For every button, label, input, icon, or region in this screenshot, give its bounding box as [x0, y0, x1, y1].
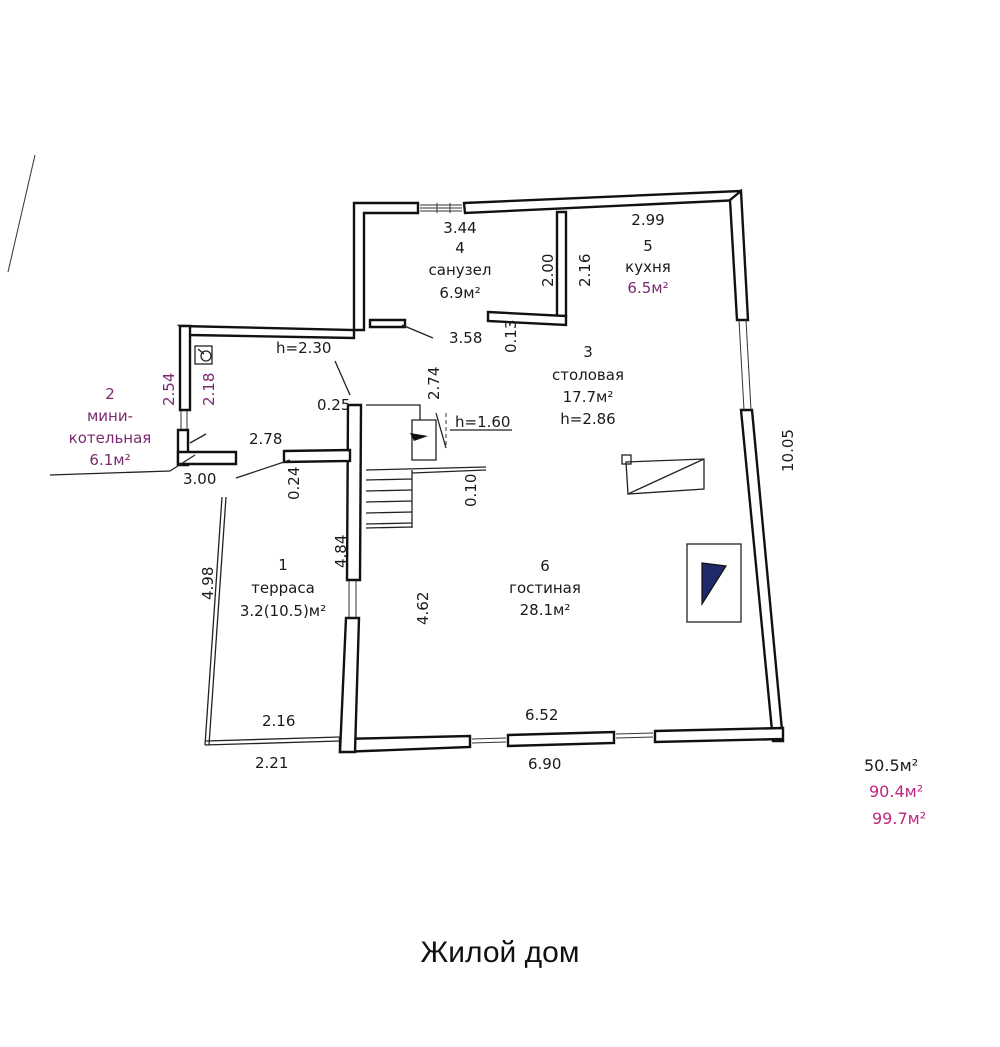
room-2-area: 6.1м²: [89, 451, 130, 469]
room-3-height: h=2.86: [560, 410, 615, 428]
dim-6-52: 6.52: [525, 706, 558, 724]
wall-boiler-bottom-right: [282, 448, 352, 464]
margin-line: [7, 154, 36, 273]
total-area-1: 50.5м²: [864, 756, 918, 775]
staircase: [365, 404, 512, 529]
height-1-60: h=1.60: [455, 413, 510, 431]
fireplace: [686, 543, 742, 623]
wall-living-left-lower: [338, 616, 361, 754]
total-area-2: 90.4м²: [869, 782, 923, 801]
dim-2-00: 2.00: [539, 254, 557, 287]
dim-4-62: 4.62: [414, 592, 432, 625]
room-4-number: 4: [455, 239, 465, 257]
room-2-number: 2: [105, 385, 115, 403]
dim-0-13: 0.13: [502, 320, 520, 353]
dim-3-00: 3.00: [183, 470, 216, 488]
leader-lines: [49, 324, 434, 479]
dim-0-24: 0.24: [285, 467, 303, 500]
room-6-label: 6 гостиная 28.1м²: [509, 557, 581, 619]
dim-2-74: 2.74: [425, 367, 443, 400]
wall-bottom-1: [338, 734, 472, 754]
area-totals: 50.5м² 90.4м² 99.7м²: [864, 756, 926, 828]
dim-2-99: 2.99: [631, 211, 664, 229]
windows: [180, 203, 752, 744]
room-6-name: гостиная: [509, 579, 581, 597]
dim-0-10: 0.10: [462, 474, 480, 507]
room-6-area: 28.1м²: [520, 601, 571, 619]
room-2-label: 2 мини- котельная 6.1м²: [69, 385, 152, 469]
dim-4-84: 4.84: [332, 535, 350, 568]
room-1-name: терраса: [251, 579, 315, 597]
room-3-area: 17.7м²: [563, 388, 614, 406]
room-1-area: 3.2(10.5)м²: [240, 602, 326, 620]
room-3-name: столовая: [552, 366, 624, 384]
dim-0-25: 0.25: [317, 396, 350, 414]
wall-right-lower: [739, 408, 785, 743]
room-3-label: 3 столовая 17.7м² h=2.86: [552, 343, 624, 428]
wall-top-left: [352, 201, 420, 332]
terrace-outline: [204, 496, 341, 746]
room-3-number: 3: [583, 343, 593, 361]
dimensions-horizontal: 3.58 0.25 2.78 3.00 2.16 2.21 6.52 6.90: [183, 329, 561, 773]
total-area-3: 99.7м²: [872, 809, 926, 828]
dim-2-16-h: 2.16: [262, 712, 295, 730]
plan-title: Жилой дом: [421, 936, 580, 969]
wall-bottom-2: [506, 730, 616, 748]
wall-living-left-upper: [345, 403, 363, 582]
wall-kitchen-stub: [486, 310, 568, 327]
room-1-label: 1 терраса 3.2(10.5)м²: [240, 556, 326, 620]
stove: [621, 454, 705, 495]
room-4-area: 6.9м²: [439, 284, 480, 302]
dim-3-44: 3.44: [443, 219, 476, 237]
height-2-30: h=2.30: [276, 339, 331, 357]
dim-6-90: 6.90: [528, 755, 561, 773]
wall-bath-stub: [368, 318, 407, 329]
wall-bottom-3: [653, 726, 785, 744]
room-4-label: 3.44 4 санузел 6.9м²: [429, 219, 492, 302]
dimensions-vertical: 2.00 2.16 0.13 2.74 2.54 2.18 0.24 0.10 …: [160, 254, 797, 625]
room-5-number: 5: [643, 237, 653, 255]
walls: [176, 188, 785, 754]
dim-2-54: 2.54: [160, 373, 178, 406]
room-5-label: 2.99 5 кухня 6.5м²: [625, 211, 671, 297]
wall-top-right: [462, 189, 743, 215]
room-5-area: 6.5м²: [627, 279, 668, 297]
dim-3-58: 3.58: [449, 329, 482, 347]
boiler-icon: [194, 345, 213, 365]
dim-2-21: 2.21: [255, 754, 288, 772]
room-2-name-line2: котельная: [69, 429, 152, 447]
wall-bath-kitchen: [555, 210, 568, 318]
room-1-number: 1: [278, 556, 288, 574]
room-6-number: 6: [540, 557, 550, 575]
wall-boiler-bottom-left: [176, 450, 238, 466]
wall-boiler-top: [176, 324, 356, 340]
wall-right-upper: [728, 188, 750, 322]
dim-2-16-v: 2.16: [576, 254, 594, 287]
stair-arrow-icon: [410, 433, 428, 441]
dim-2-78: 2.78: [249, 430, 282, 448]
room-4-name: санузел: [429, 261, 492, 279]
wall-boiler-left-upper: [178, 324, 192, 412]
dim-10-05: 10.05: [779, 429, 797, 472]
room-5-name: кухня: [625, 258, 671, 276]
dim-4-98: 4.98: [199, 567, 217, 600]
room-2-name-line1: мини-: [87, 407, 133, 425]
dim-2-18: 2.18: [200, 373, 218, 406]
